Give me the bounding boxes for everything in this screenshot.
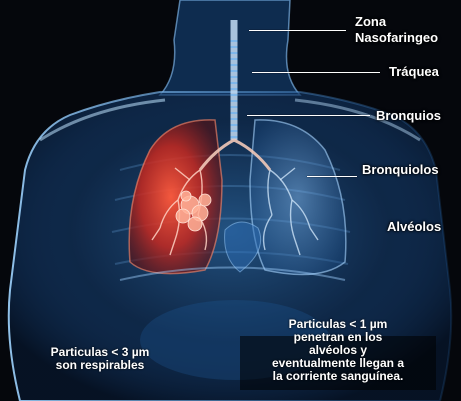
label-bronquios: Bronquios [376,108,441,123]
label-traquea: Tráquea [389,64,439,79]
note-respirables: Particulas < 3 µm son respirables [30,346,170,372]
leader-bronquiolos [307,176,357,177]
note-alveolos-sangre: Particulas < 1 µm penetran en los alvéol… [238,318,438,383]
leader-nasofaringeo [249,30,346,31]
neck-shape [160,0,300,95]
note-alveolos-line5: la corriente sanguínea. [238,370,438,383]
leader-bronquios [247,115,370,116]
note-respirables-line2: son respirables [30,359,170,372]
label-zona: Zona [355,14,386,29]
label-nasofaringeo: Nasofaringeo [355,30,438,45]
leader-traquea [252,72,380,73]
label-bronquiolos: Bronquiolos [362,162,439,177]
label-alveolos: Alvéolos [387,219,441,234]
